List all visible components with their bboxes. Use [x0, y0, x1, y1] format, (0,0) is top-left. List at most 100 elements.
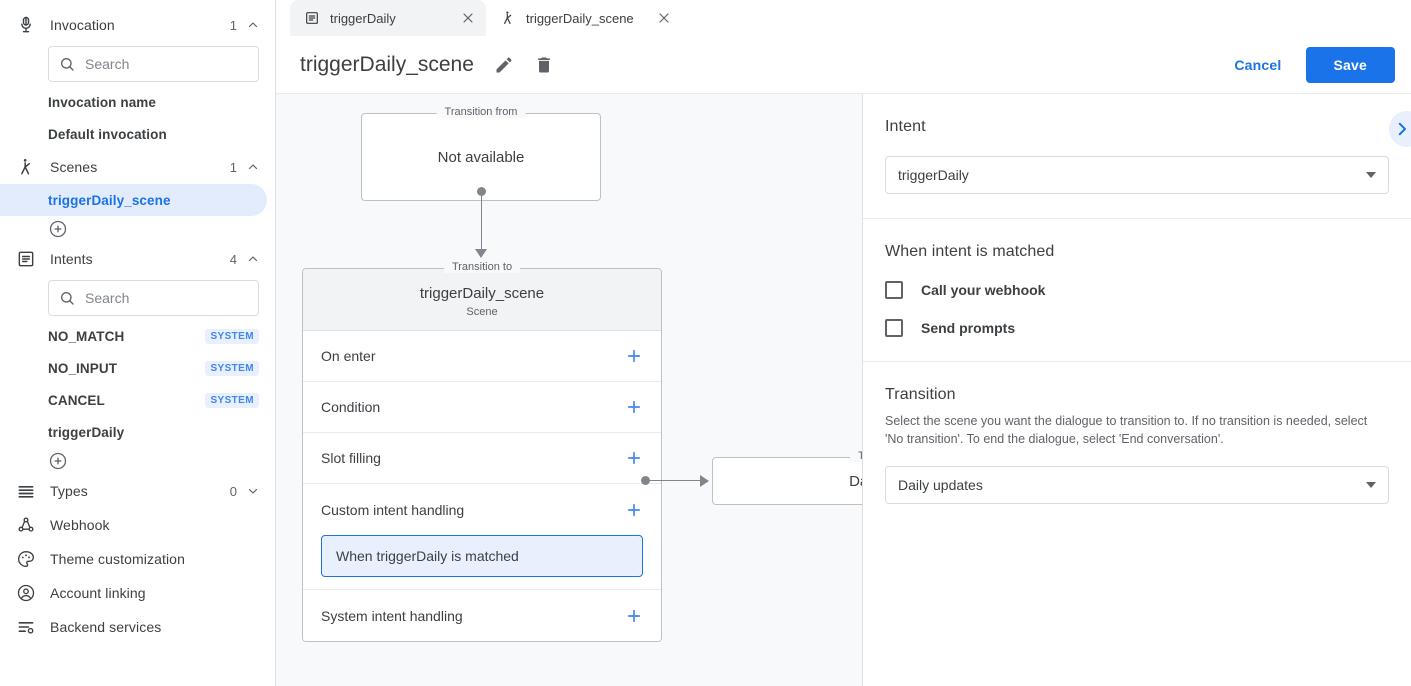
- add-icon[interactable]: [48, 451, 68, 471]
- body-split: Transition from Not available Transition…: [276, 94, 1411, 686]
- call-webhook-checkbox[interactable]: [885, 281, 903, 299]
- node-text: Dail: [849, 472, 862, 490]
- node-legend: Transition to: [443, 261, 521, 273]
- search-icon: [60, 58, 74, 71]
- chevron-right-icon[interactable]: [1389, 111, 1411, 147]
- add-icon[interactable]: [48, 219, 68, 239]
- scene-row-slot-filling[interactable]: Slot filling: [303, 433, 661, 484]
- close-icon[interactable]: [656, 10, 672, 26]
- sidebar-section-scenes[interactable]: Scenes 1: [0, 150, 275, 184]
- tab-label: triggerDaily_scene: [526, 10, 634, 26]
- node-legend: Tr: [850, 450, 862, 462]
- tab-triggerdaily[interactable]: triggerDaily: [290, 0, 486, 36]
- connector-arrow-down: [475, 249, 487, 258]
- tab-triggerdaily-scene[interactable]: triggerDaily_scene: [486, 0, 682, 36]
- transition-to-scene-node[interactable]: Transition to triggerDaily_scene Scene O…: [302, 261, 662, 642]
- node-legend: Transition from: [436, 106, 526, 118]
- sidebar-item-theme-customization[interactable]: Theme customization: [0, 542, 275, 576]
- tab-strip: triggerDaily triggerDaily_scene: [276, 0, 1411, 36]
- sidebar-item-default-invocation[interactable]: Default invocation: [0, 118, 275, 150]
- pencil-icon[interactable]: [494, 55, 514, 75]
- call-webhook-checkbox-row[interactable]: Call your webhook: [885, 281, 1389, 299]
- scene-graph-canvas[interactable]: Transition from Not available Transition…: [276, 94, 862, 686]
- add-icon[interactable]: [625, 501, 643, 519]
- connector-line-horizontal: [645, 480, 705, 481]
- sidebar-section-label: Intents: [50, 251, 93, 267]
- scene-type: Scene: [466, 306, 498, 318]
- add-icon[interactable]: [625, 347, 643, 365]
- close-icon[interactable]: [460, 10, 476, 26]
- scene-row-custom-intent-handling[interactable]: Custom intent handling: [303, 484, 661, 535]
- intents-search-wrap: [0, 276, 275, 320]
- sidebar-section-count: 1: [229, 159, 237, 175]
- sidebar-item-no-input[interactable]: NO_INPUT SYSTEM: [0, 352, 275, 384]
- custom-intent-handler-list: When triggerDaily is matched: [303, 535, 661, 590]
- when-intent-matched-section: When intent is matched Call your webhook…: [863, 219, 1411, 362]
- sidebar-section-intents[interactable]: Intents 4: [0, 242, 275, 276]
- invocation-search-wrap: [0, 42, 275, 86]
- intent-handler-label: When triggerDaily is matched: [336, 548, 519, 564]
- sidebar-item-label: Theme customization: [50, 551, 185, 567]
- sidebar-item-cancel[interactable]: CANCEL SYSTEM: [0, 384, 275, 416]
- tab-label: triggerDaily: [330, 10, 396, 26]
- section-description: Select the scene you want the dialogue t…: [885, 414, 1368, 447]
- chevron-up-icon[interactable]: [247, 161, 259, 173]
- intents-icon: [304, 10, 320, 26]
- send-prompts-checkbox-row[interactable]: Send prompts: [885, 319, 1389, 337]
- save-button[interactable]: Save: [1305, 46, 1395, 83]
- sidebar-item-label: triggerDaily: [48, 424, 125, 440]
- invocation-search-box[interactable]: [48, 46, 259, 82]
- section-title: When intent is matched: [885, 243, 1055, 260]
- types-icon: [14, 479, 38, 503]
- add-intent-row: [0, 448, 275, 474]
- sidebar-section-invocation[interactable]: Invocation 1: [0, 8, 275, 42]
- intents-search-box[interactable]: [48, 280, 259, 316]
- sidebar-item-webhook[interactable]: Webhook: [0, 508, 275, 542]
- intent-select[interactable]: triggerDaily: [885, 156, 1389, 194]
- connector-line-vertical: [481, 191, 482, 253]
- invocation-search-input[interactable]: [85, 56, 248, 72]
- sidebar-section-label: Invocation: [50, 17, 115, 33]
- sidebar-section-types[interactable]: Types 0: [0, 474, 275, 508]
- page-title: triggerDaily_scene: [300, 52, 474, 76]
- sidebar-item-label: Default invocation: [48, 126, 167, 142]
- sidebar-section-label: Types: [50, 483, 88, 499]
- scene-row-label: Slot filling: [321, 450, 381, 466]
- send-prompts-checkbox[interactable]: [885, 319, 903, 337]
- add-icon[interactable]: [625, 607, 643, 625]
- transition-from-node[interactable]: Transition from Not available: [361, 106, 601, 201]
- intent-select-value: triggerDaily: [898, 167, 969, 183]
- intents-search-input[interactable]: [85, 290, 248, 306]
- transition-section: Transition Select the scene you want the…: [863, 362, 1411, 528]
- status-badge: SYSTEM: [205, 328, 259, 344]
- sidebar-item-label: NO_MATCH: [48, 328, 125, 344]
- transition-select-value: Daily updates: [898, 477, 983, 494]
- scene-row-label: Custom intent handling: [321, 501, 465, 518]
- sidebar-item-backend-services[interactable]: Backend services: [0, 610, 275, 644]
- scene-row-condition[interactable]: Condition: [303, 382, 661, 433]
- add-icon[interactable]: [625, 398, 643, 416]
- intent-handler-chip[interactable]: When triggerDaily is matched: [321, 535, 643, 577]
- chevron-down-icon: [1366, 482, 1376, 489]
- microphone-icon: [14, 13, 38, 37]
- status-badge: SYSTEM: [205, 360, 259, 376]
- add-icon[interactable]: [625, 449, 643, 467]
- sidebar-item-triggerdaily[interactable]: triggerDaily: [0, 416, 275, 448]
- chevron-up-icon[interactable]: [247, 253, 259, 265]
- sidebar-item-account-linking[interactable]: Account linking: [0, 576, 275, 610]
- cancel-button[interactable]: Cancel: [1220, 48, 1295, 82]
- chevron-up-icon[interactable]: [247, 19, 259, 31]
- chevron-down-icon[interactable]: [247, 485, 259, 497]
- sidebar-item-label: Backend services: [50, 619, 162, 635]
- sidebar-section-count: 1: [229, 17, 237, 33]
- transition-target-node[interactable]: Tr Dail: [712, 450, 862, 505]
- scene-row-system-intent-handling[interactable]: System intent handling: [303, 590, 661, 641]
- transition-select[interactable]: Daily updates: [885, 466, 1389, 505]
- scene-row-on-enter[interactable]: On enter: [303, 331, 661, 382]
- sidebar-item-no-match[interactable]: NO_MATCH SYSTEM: [0, 320, 275, 352]
- sidebar-item-triggerdaily-scene[interactable]: triggerDaily_scene: [0, 184, 267, 216]
- node-text: Not available: [437, 148, 525, 166]
- scene-icon: [14, 155, 38, 179]
- trash-icon[interactable]: [534, 55, 554, 75]
- sidebar-item-invocation-name[interactable]: Invocation name: [0, 86, 275, 118]
